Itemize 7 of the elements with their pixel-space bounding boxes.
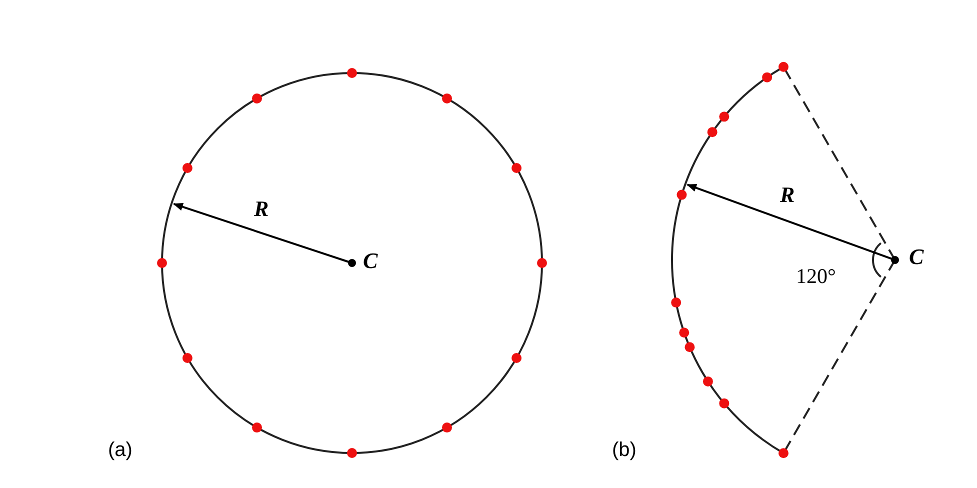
angle-label: 120° (796, 266, 836, 287)
center-label: C (909, 246, 924, 268)
radius-label: R (780, 184, 795, 206)
panel-label: (a) (108, 440, 132, 460)
radius-label: R (254, 198, 269, 220)
center-label: C (363, 250, 378, 272)
panel-label: (b) (612, 440, 636, 460)
